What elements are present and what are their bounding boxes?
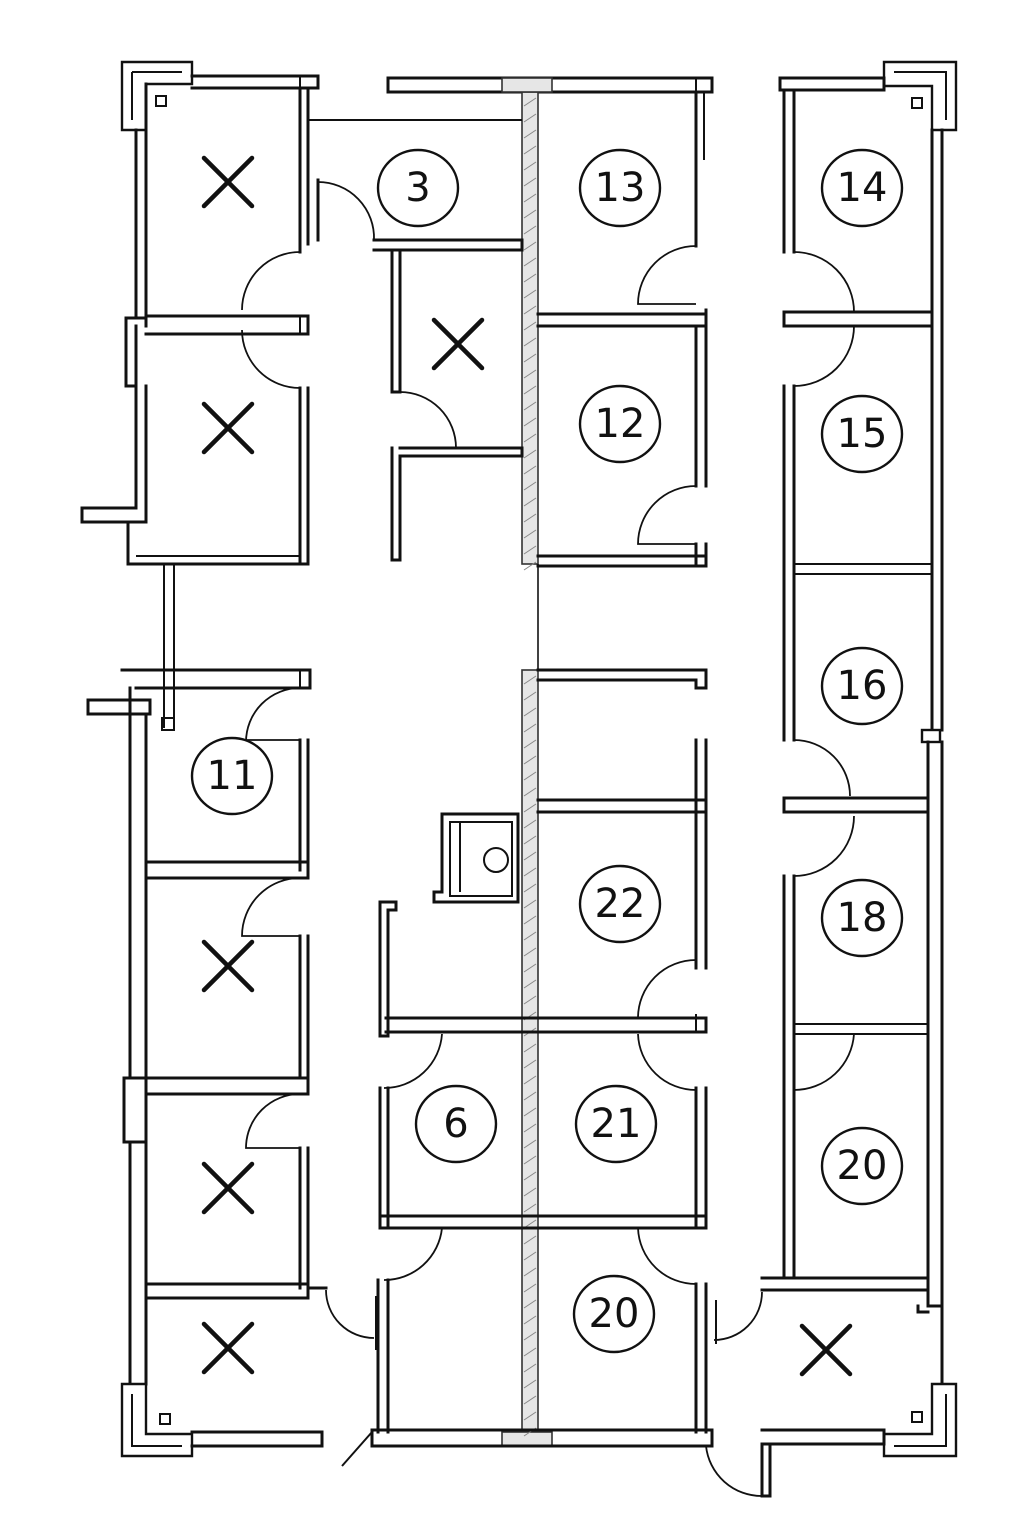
room-number-badge[interactable]: 11 xyxy=(190,736,274,816)
x-mark-icon xyxy=(201,401,255,455)
room-number: 14 xyxy=(837,165,888,211)
x-mark-icon xyxy=(201,939,255,993)
right-wing xyxy=(705,60,958,1498)
room-number: 15 xyxy=(837,411,888,457)
x-mark-icon xyxy=(201,1161,255,1215)
room-number: 16 xyxy=(837,663,888,709)
badge-ring xyxy=(820,878,904,958)
badge-ring xyxy=(578,864,662,944)
x-mark-icon xyxy=(201,1321,255,1375)
x-mark-icon xyxy=(431,317,485,371)
badge-ring xyxy=(376,148,460,228)
badge-ring xyxy=(190,736,274,816)
room-number-badge[interactable]: 6 xyxy=(414,1084,498,1164)
corner-pier-bottom-left xyxy=(120,1382,194,1458)
room-markers: 3 13 14 12 15 16 11 22 18 6 21 20 20 xyxy=(190,148,904,1377)
room-number-badge[interactable]: 3 xyxy=(376,148,460,228)
room-number: 22 xyxy=(595,881,646,927)
x-mark-icon xyxy=(201,155,255,209)
badge-ring xyxy=(578,384,662,464)
sink-icon xyxy=(483,847,509,873)
room-number: 18 xyxy=(837,895,888,941)
room-number-badge[interactable]: 13 xyxy=(578,148,662,228)
room-number: 21 xyxy=(591,1101,642,1147)
badge-ring xyxy=(414,1084,498,1164)
badge-ring xyxy=(820,1126,904,1206)
room-number-badge[interactable]: 18 xyxy=(820,878,904,958)
room-number-badge[interactable]: 14 xyxy=(820,148,904,228)
corner-pier-bottom-right xyxy=(882,1382,958,1458)
left-wing xyxy=(80,60,375,1458)
room-number-badge[interactable]: 20 xyxy=(820,1126,904,1206)
room-number-badge[interactable]: 16 xyxy=(820,646,904,726)
room-number: 12 xyxy=(595,401,646,447)
x-mark-icon xyxy=(799,1323,853,1377)
badge-ring xyxy=(820,148,904,228)
center-wing xyxy=(308,76,714,1467)
badge-ring xyxy=(820,394,904,474)
central-spine-lower xyxy=(521,669,539,1433)
room-number: 13 xyxy=(595,165,646,211)
badge-ring xyxy=(578,148,662,228)
room-number-badge[interactable]: 15 xyxy=(820,394,904,474)
room-number: 3 xyxy=(405,165,430,211)
room-number-badge[interactable]: 22 xyxy=(578,864,662,944)
badge-ring xyxy=(572,1274,656,1354)
badge-ring xyxy=(574,1084,658,1164)
restroom-stall xyxy=(432,812,520,904)
badge-ring xyxy=(820,646,904,726)
room-number: 20 xyxy=(589,1291,640,1337)
room-number: 6 xyxy=(443,1101,468,1147)
room-number-badge[interactable]: 12 xyxy=(578,384,662,464)
room-number: 11 xyxy=(207,753,258,799)
room-number-badge[interactable]: 21 xyxy=(574,1084,658,1164)
room-number-badge[interactable]: 20 xyxy=(572,1274,656,1354)
room-number: 20 xyxy=(837,1143,888,1189)
